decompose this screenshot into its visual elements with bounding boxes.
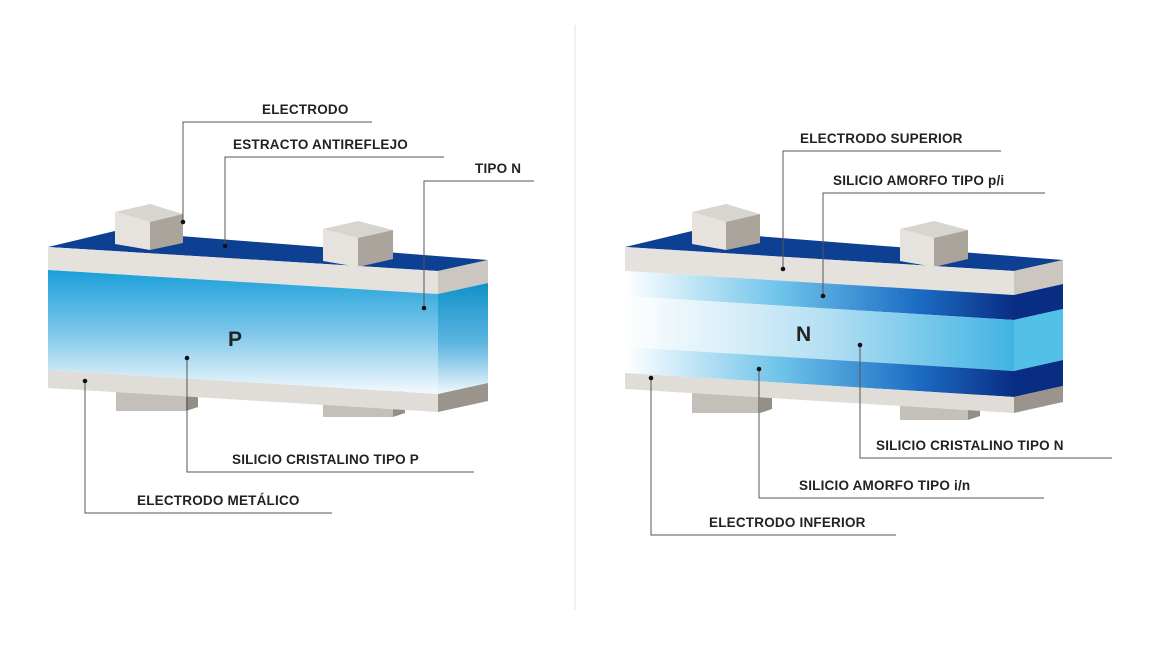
right-top-electrodes bbox=[692, 204, 968, 267]
left-top-electrodes bbox=[115, 204, 393, 267]
label-silicio-amorfo-tipo-in: SILICIO AMORFO TIPO i/n bbox=[799, 478, 970, 493]
label-tipo-n: TIPO N bbox=[475, 161, 521, 176]
label-silicio-cristalino-tipo-n: SILICIO CRISTALINO TIPO N bbox=[876, 438, 1064, 453]
label-silicio-amorfo-tipo-pi: SILICIO AMORFO TIPO p/i bbox=[833, 173, 1004, 188]
label-electrodo-metalico: ELECTRODO METÁLICO bbox=[137, 493, 300, 508]
label-electrodo-inferior: ELECTRODO INFERIOR bbox=[709, 515, 866, 530]
left-center-letter: P bbox=[228, 328, 242, 351]
label-silicio-cristalino-tipo-p: SILICIO CRISTALINO TIPO P bbox=[232, 452, 419, 467]
right-leader-lines bbox=[648, 150, 1112, 536]
right-amorphous-pi-band bbox=[625, 271, 1014, 320]
left-leader-lines bbox=[82, 121, 534, 514]
right-n-silicon-front bbox=[625, 296, 1014, 371]
right-center-letter: N bbox=[796, 323, 811, 346]
right-cell-diagram: N bbox=[625, 204, 1063, 420]
label-electrodo: ELECTRODO bbox=[262, 102, 349, 117]
label-electrodo-superior: ELECTRODO SUPERIOR bbox=[800, 131, 963, 146]
label-estracto-antireflejo: ESTRACTO ANTIREFLEJO bbox=[233, 137, 408, 152]
right-n-silicon-side bbox=[1014, 309, 1063, 371]
left-p-silicon-side bbox=[438, 283, 488, 394]
left-p-silicon-front bbox=[48, 270, 438, 394]
left-cell-diagram: P bbox=[48, 204, 488, 417]
right-amorphous-in-band bbox=[625, 347, 1014, 397]
